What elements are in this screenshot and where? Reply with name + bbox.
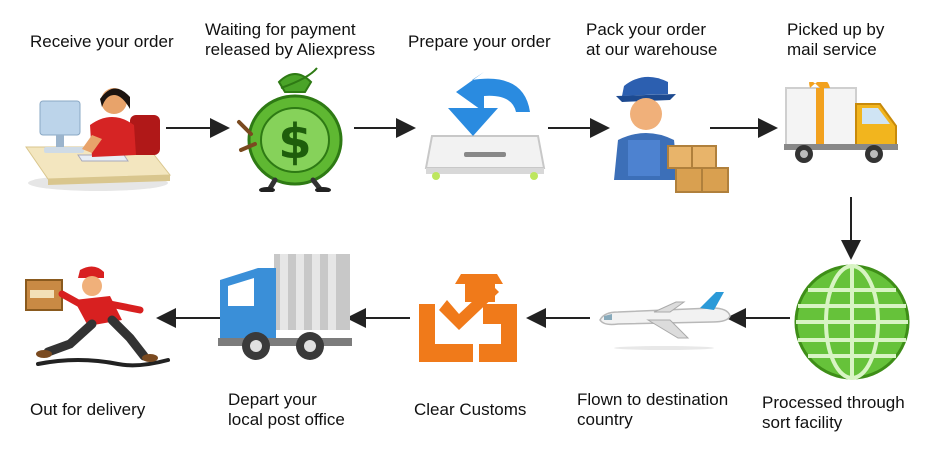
delivery-truck-gift-icon: [784, 82, 898, 163]
step-label-payment: Waiting for payment released by Aliexpre…: [205, 20, 376, 59]
running-courier-icon: [25, 266, 170, 368]
money-bag-icon: $: [237, 67, 343, 192]
step-label-depart: Depart your local post office: [228, 390, 345, 429]
download-tray-icon: [424, 72, 546, 180]
step-label-flown: Flown to destination country: [577, 390, 729, 429]
step-label-pack: Pack your order at our warehouse: [586, 20, 718, 59]
airplane-icon: [599, 292, 731, 350]
svg-text:$: $: [278, 114, 311, 170]
customs-officer-icon: [419, 274, 517, 362]
warehouse-worker-boxes-icon: [614, 76, 729, 193]
step-label-sort: Processed through sort facility: [762, 393, 905, 432]
step-label-customs: Clear Customs: [414, 400, 527, 419]
step-label-prepare: Prepare your order: [408, 32, 551, 51]
step-label-receive: Receive your order: [30, 32, 174, 51]
office-worker-computer-icon: [25, 88, 172, 191]
green-globe-icon: [794, 264, 910, 380]
blue-truck-icon: [218, 254, 352, 360]
step-label-pickup: Picked up by mail service: [787, 20, 885, 59]
step-label-delivery: Out for delivery: [30, 400, 146, 419]
